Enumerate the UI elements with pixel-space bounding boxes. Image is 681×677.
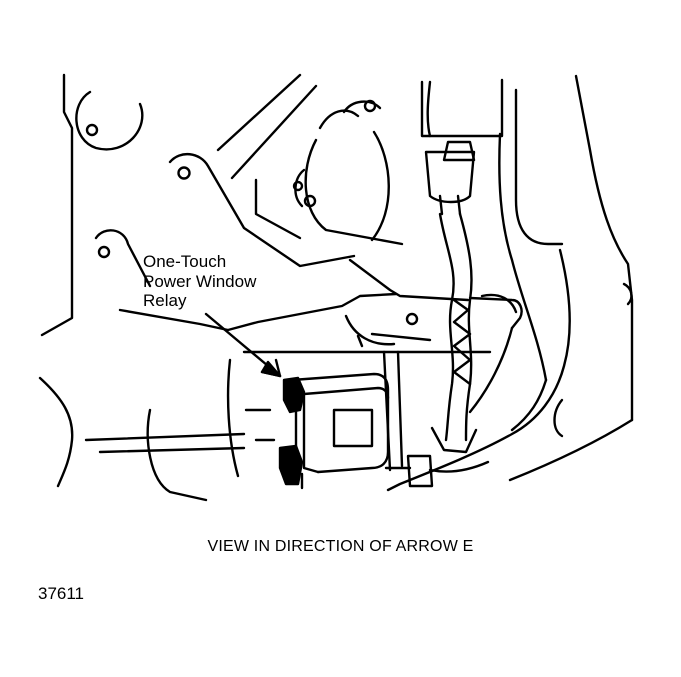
callout-leader-arrow	[204, 312, 282, 378]
upper-connector	[420, 78, 504, 216]
callout-label: One-Touch Power Window Relay	[143, 252, 256, 311]
figure-number: 37611	[38, 584, 85, 603]
right-panel-outline	[386, 74, 634, 492]
relay-connectors	[278, 376, 306, 486]
callout-line-3: Relay	[143, 291, 187, 310]
left-panel-outline	[38, 73, 144, 488]
callout-line-1: One-Touch	[143, 252, 227, 271]
power-window-relay	[290, 372, 390, 490]
view-caption: VIEW IN DIRECTION OF ARROW E	[207, 538, 474, 555]
door-inner-frame	[84, 73, 492, 502]
callout-line-2: Power Window	[143, 271, 257, 291]
wiring-harness	[384, 212, 523, 488]
